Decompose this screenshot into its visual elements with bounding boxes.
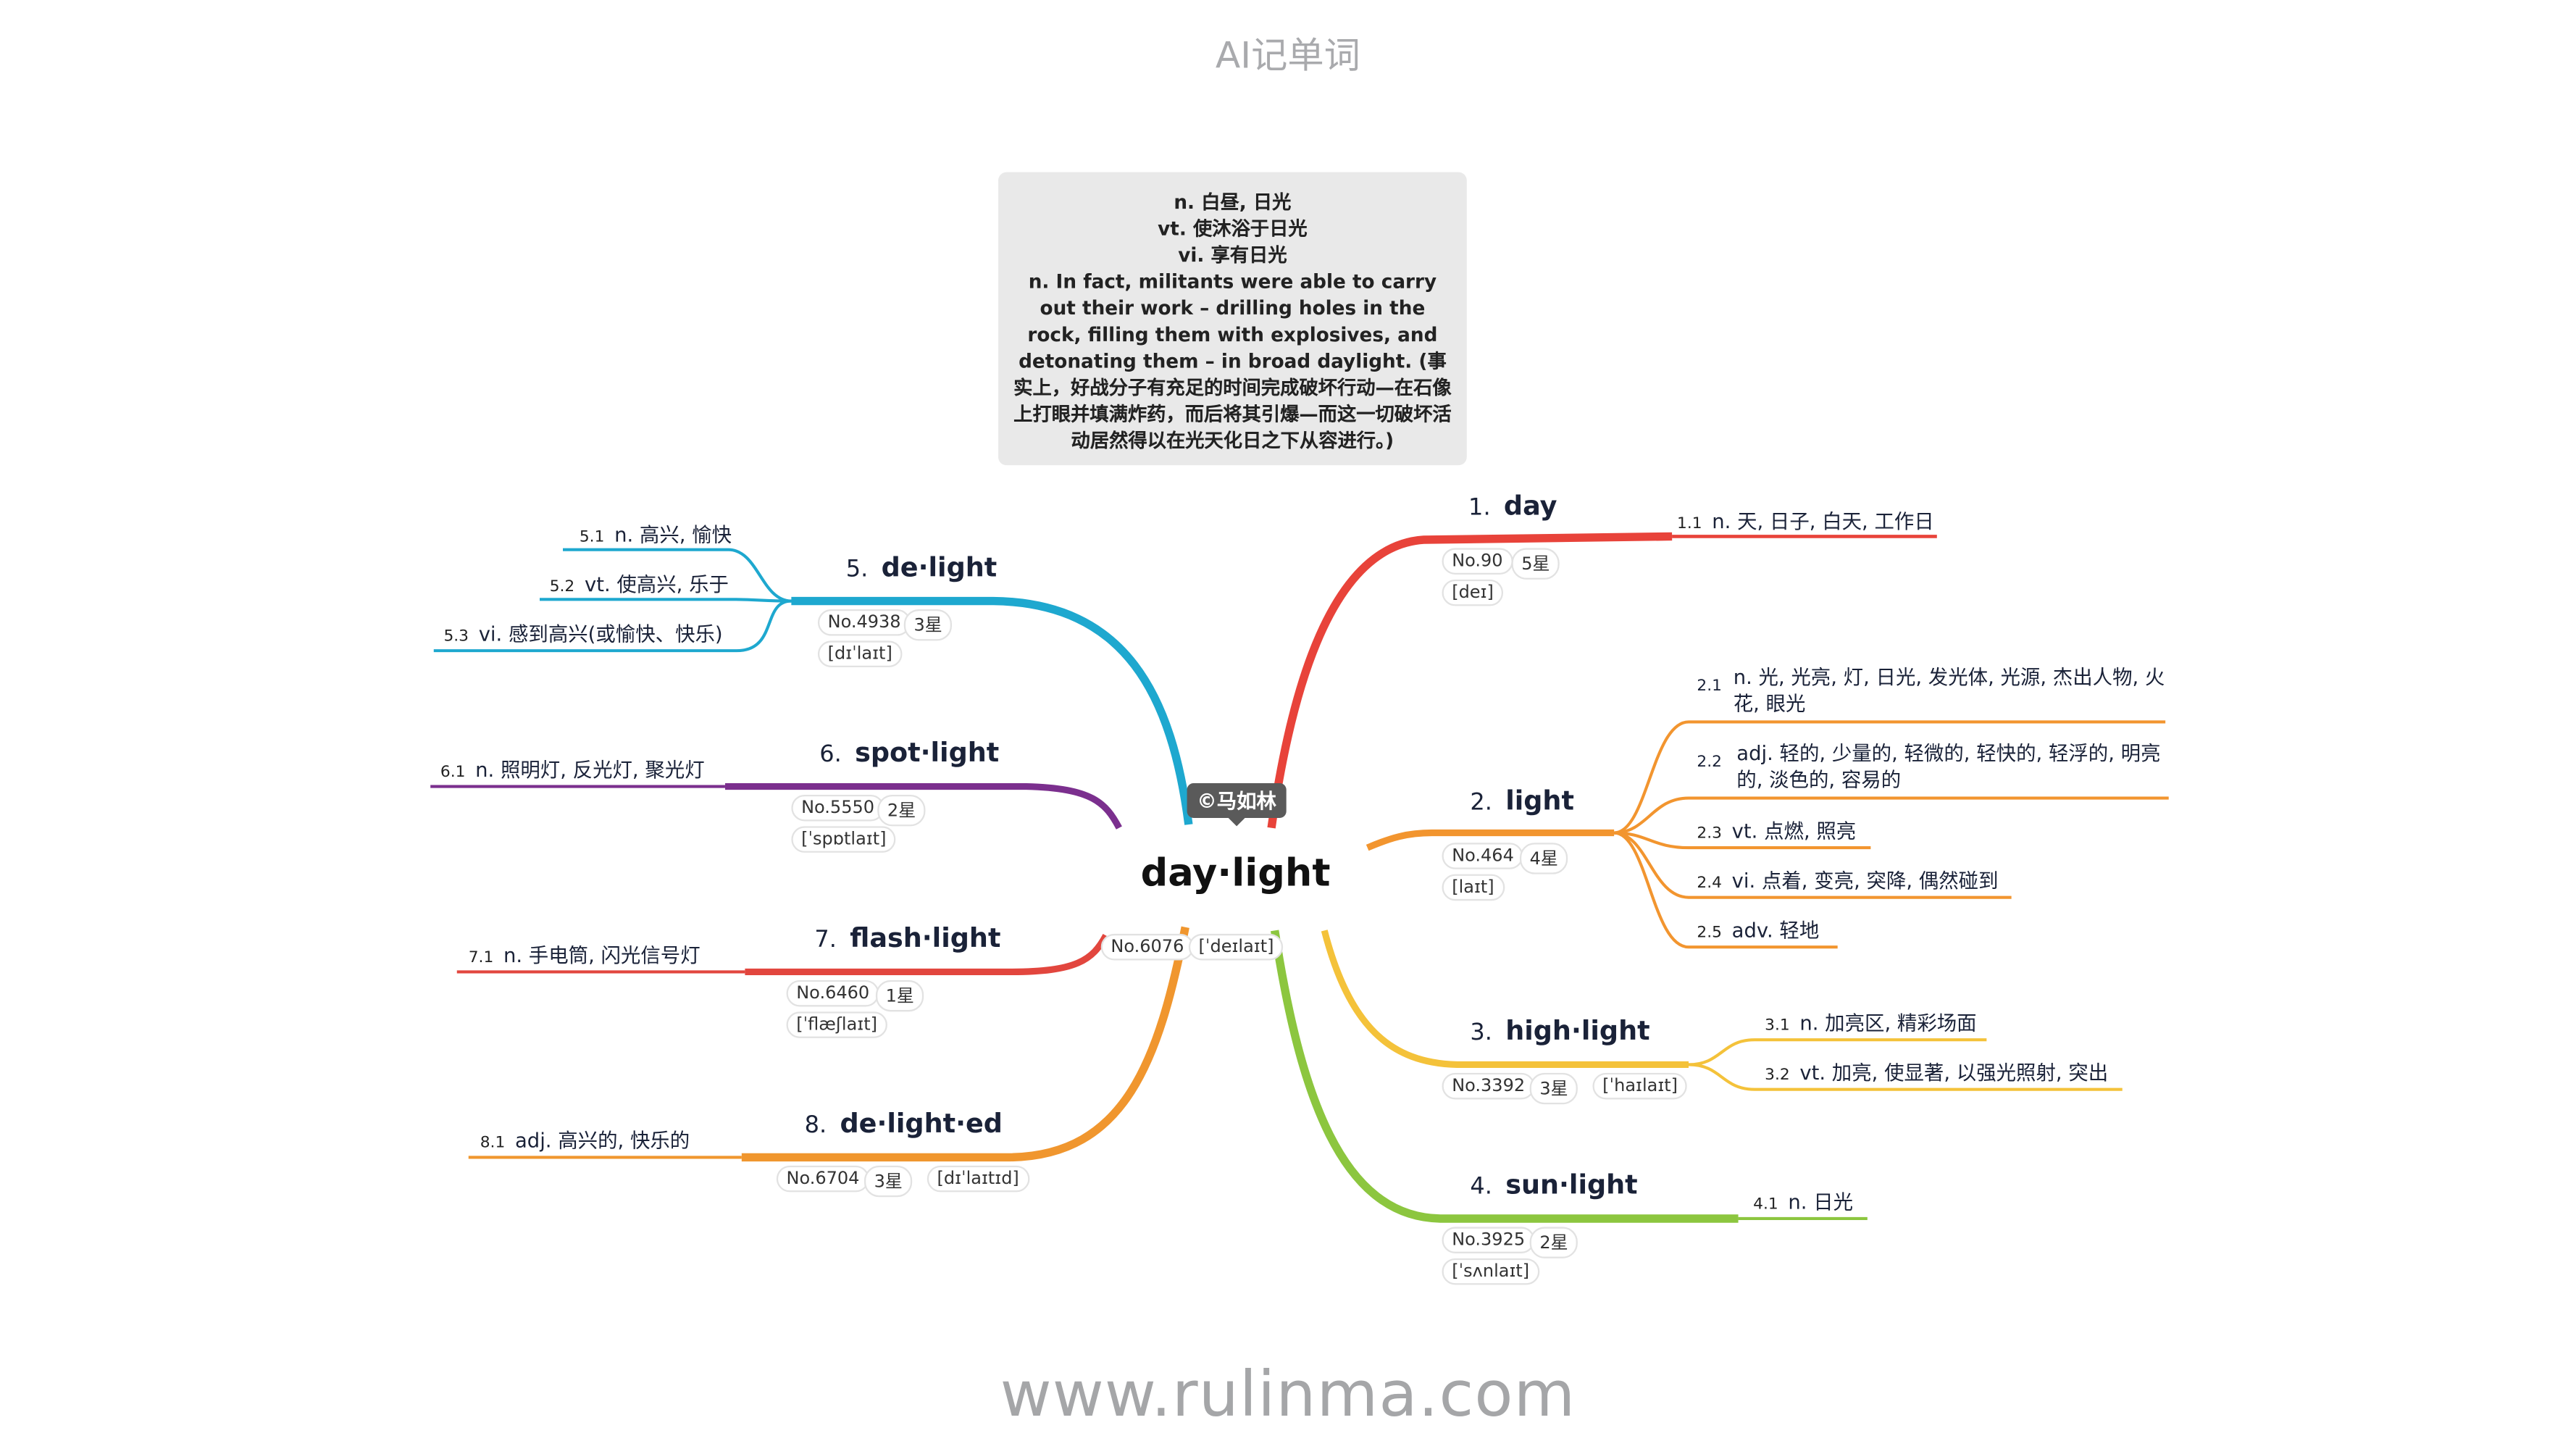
branch-4-rank: No.3925: [1442, 1227, 1535, 1253]
connector-light-m1: [1613, 720, 2166, 835]
branch-8-phonetic: [dɪˈlaɪtɪd]: [927, 1165, 1029, 1193]
connector-light-m2: [1614, 796, 2169, 835]
branch-3-rank: No.3392: [1442, 1072, 1535, 1100]
meaning-2-1-number: 2.1: [1697, 677, 1722, 696]
branch-4-title[interactable]: 4.sun·light: [1470, 1169, 1638, 1200]
connector-delighted: [741, 926, 1189, 1162]
note-line-noun: n. 白昼, 日光: [1174, 190, 1292, 214]
branch-2-rank: No.464: [1442, 843, 1524, 869]
branch-6-title[interactable]: 6.spot·light: [819, 736, 1000, 769]
meaning-2-1: n. 光, 光亮, 灯, 日光, 发光体, 光源, 杰出人物, 火花, 眼光: [1733, 665, 2165, 716]
connector-delight: [791, 596, 1193, 825]
connector-day-underline: [1423, 535, 1673, 542]
branch-5-title[interactable]: 5.de·light: [845, 551, 998, 583]
branch-3-phonetic: [ˈhaɪlaɪt]: [1592, 1072, 1688, 1100]
definition-note: n. 白昼, 日光 vt. 使沐浴于日光 vi. 享有日光 n. In fact…: [998, 172, 1467, 466]
branch-8-title[interactable]: 8.de·light·ed: [804, 1107, 1003, 1140]
branch-1-title[interactable]: 1.day: [1468, 490, 1557, 522]
connector-light-m4: [1614, 831, 2012, 899]
connector-delight-m1: [563, 548, 792, 603]
branch-8-rank: No.6704: [776, 1165, 870, 1193]
branch-1-rank: No.90: [1442, 548, 1513, 575]
page-title: AI记单词: [1215, 36, 1360, 78]
branch-3-stars: 3星: [1529, 1072, 1578, 1105]
branch-word: day: [1503, 490, 1557, 522]
branch-4-phonetic: [ˈsʌnlaɪt]: [1442, 1258, 1539, 1285]
connector-flashlight: [745, 934, 1109, 976]
branch-7-rank: No.6460: [786, 980, 879, 1007]
center-phonetic-chip: [ˈdeɪlaɪt]: [1188, 933, 1284, 961]
branch-1-phonetic: [deɪ]: [1442, 579, 1504, 606]
copyright-badge: ©马如林: [1187, 782, 1287, 827]
meaning-2-2: adj. 轻的, 少量的, 轻微的, 轻快的, 轻浮的, 明亮的, 淡色的, 容…: [1736, 741, 2161, 792]
branch-7-title[interactable]: 7.flash·light: [814, 922, 1001, 954]
branch-2-title[interactable]: 2.light: [1470, 785, 1574, 817]
branch-7-phonetic: [ˈflæʃlaɪt]: [786, 1011, 887, 1038]
branch-6-stars: 2星: [877, 794, 926, 827]
branch-8-stars: 3星: [863, 1165, 913, 1198]
meaning-2-2-number: 2.2: [1697, 753, 1722, 772]
connector-delight-m2: [540, 598, 792, 603]
branch-6-rank: No.5550: [791, 794, 885, 822]
branch-5-phonetic: [dɪˈlaɪt]: [817, 640, 903, 667]
branch-number: 1: [1468, 495, 1484, 522]
note-example: n. In fact, militants were able to carry…: [1013, 270, 1452, 452]
branch-2-phonetic: [laɪt]: [1442, 874, 1505, 901]
branch-7-stars: 1星: [875, 980, 924, 1012]
note-line-vi: vi. 享有日光: [1178, 243, 1287, 267]
branch-1-stars: 5星: [1511, 548, 1560, 580]
branch-2-stars: 4星: [1519, 843, 1568, 874]
connector-highlight-m2: [1689, 1063, 2123, 1091]
branch-5-stars: 3星: [903, 609, 953, 641]
connector-light: [1366, 829, 1615, 851]
connector-sunlight: [1271, 930, 1739, 1223]
connector-light-m5: [1613, 831, 1838, 949]
branch-3-title[interactable]: 3.high·light: [1470, 1014, 1650, 1047]
connector-delight-m3: [433, 599, 792, 653]
connector-highlight: [1321, 930, 1689, 1069]
connector-light-m3: [1614, 831, 1871, 850]
note-line-vt: vt. 使沐浴于日光: [1158, 217, 1308, 241]
branch-4-stars: 2星: [1529, 1227, 1578, 1258]
connector-spotlight: [724, 782, 1122, 830]
connector-day: [1267, 532, 1673, 829]
center-rank-chip: No.6076: [1100, 933, 1195, 961]
branch-5-rank: No.4938: [817, 609, 911, 636]
footer-url: www.rulinma.com: [1000, 1357, 1576, 1431]
branch-6-phonetic: [ˈspɒtlaɪt]: [791, 826, 897, 853]
connector-highlight-m1: [1689, 1038, 1987, 1066]
center-word[interactable]: day·light: [1140, 852, 1331, 896]
